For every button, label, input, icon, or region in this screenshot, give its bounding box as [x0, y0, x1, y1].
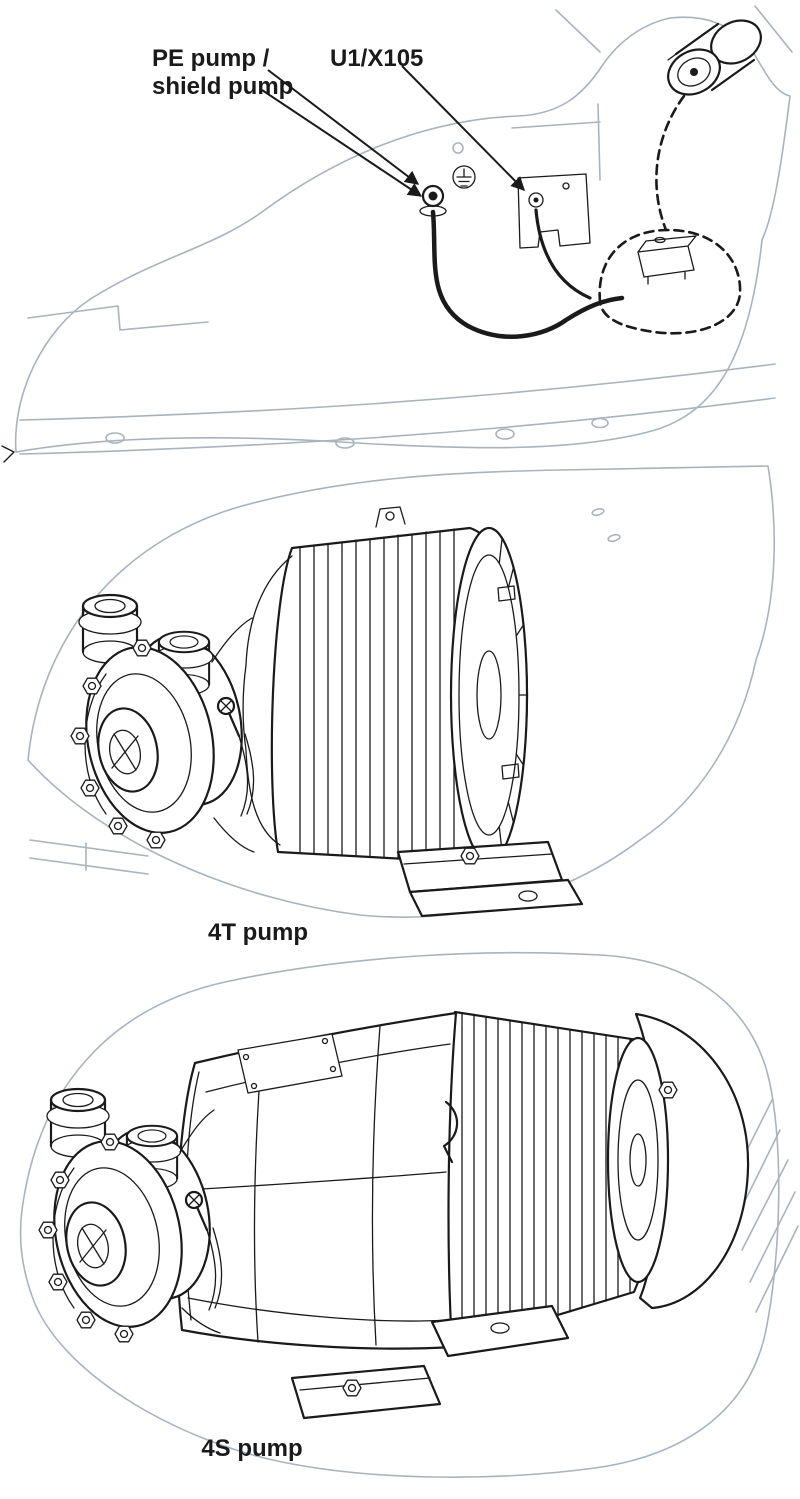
- machine-outline-top: [14, 5, 793, 455]
- leader-lines: [261, 65, 525, 197]
- motor-4t: [242, 506, 529, 864]
- shield-cable: [534, 208, 592, 300]
- head-motor-joint-4s: [179, 1109, 221, 1334]
- pe-ground-screw: [419, 184, 447, 217]
- motor-4s: [176, 1010, 750, 1350]
- callout-u1-x105: U1/X105: [330, 45, 423, 72]
- view-4s-pump: 4S pump: [19, 951, 799, 1478]
- caption-4s: 4S pump: [201, 1435, 302, 1462]
- motor-fins-4t: [299, 528, 455, 862]
- power-connector: [667, 19, 762, 96]
- head-motor-joint-4t: [211, 617, 255, 853]
- detail-view-wiring: PE pump / shield pump U1/X105: [1, 5, 793, 463]
- cut-line: [1, 445, 15, 463]
- lifting-lug-4t: [375, 506, 406, 528]
- machine-outline-4s: [19, 951, 799, 1478]
- caption-4t: 4T pump: [208, 919, 308, 946]
- cable-clip-4s: [442, 1100, 459, 1164]
- ground-symbol-icon: [452, 165, 476, 189]
- pump-head-4t: [70, 595, 257, 848]
- machine-outline-4t: [27, 465, 776, 918]
- callout-pe-pump-line1: PE pump /: [152, 45, 270, 72]
- callout-pe-pump-line2: shield pump: [152, 73, 293, 100]
- mounting-base-4t: [396, 840, 584, 918]
- connector-x105-bracket: [517, 173, 591, 249]
- terminal-panel-4s: [237, 1033, 343, 1094]
- relay-component: [598, 228, 742, 335]
- hidden-cable: [655, 94, 686, 232]
- pe-cable: [430, 209, 625, 339]
- mounting-feet-4s: [290, 1304, 570, 1420]
- view-4t-pump: 4T pump: [27, 465, 776, 946]
- hatch-lines: [731, 1099, 799, 1313]
